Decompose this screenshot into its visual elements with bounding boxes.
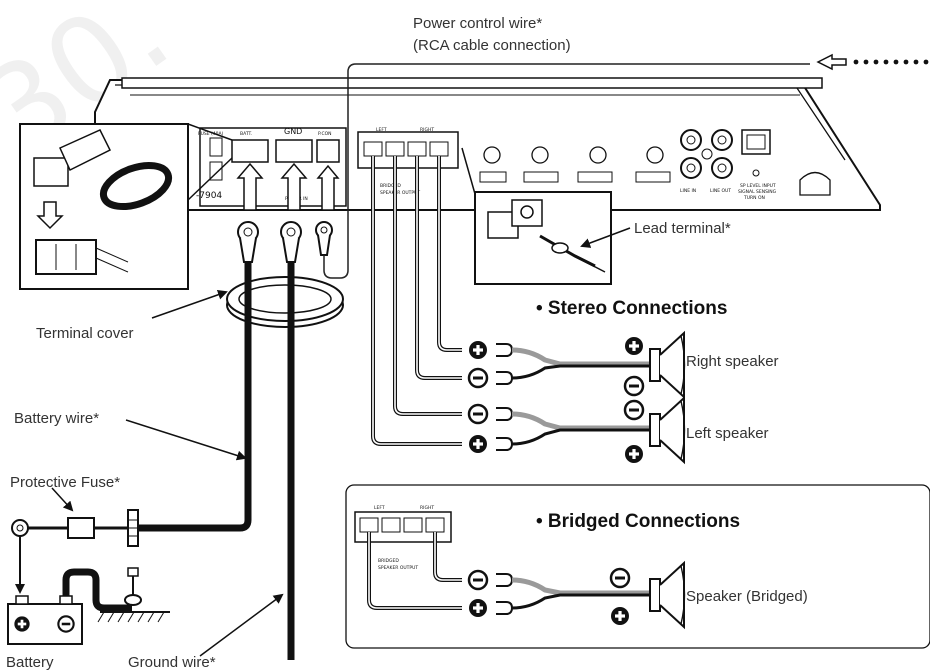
bridged-panel: LEFT RIGHT BRIDGED SPEAKER OUTPUT [345,484,930,649]
sp-level-input-label: SP LEVEL INPUT [740,183,776,189]
right-speaker-label: Right speaker [686,353,779,370]
line-out-label: LINE OUT [710,188,731,194]
speaker-output-label: SPEAKER OUTPUT [380,190,420,196]
power-control-wire-label: Power control wire* [413,15,542,32]
right-label: RIGHT [420,127,434,133]
pcon-label: P.CON [318,131,332,137]
stereo-connections-header: • Stereo Connections [536,298,727,319]
power-wires [132,63,810,660]
gnd-label: GND [284,127,302,136]
turn-on-label: TURN ON [743,195,765,201]
rca-connection-label: (RCA cable connection) [413,37,571,54]
bridged-output-label: SPEAKER OUTPUT [378,565,418,571]
stereo-speaker-wires [371,156,686,463]
left-label: LEFT [376,127,387,133]
rca-connection-arrow [816,53,929,71]
amplifier: FUSE (40A) BATT. GND P.CON POWER IN -790… [94,77,881,211]
bridged-left-label: LEFT [374,505,385,511]
power-terminals [236,162,340,263]
bridged-speaker-label: Speaker (Bridged) [686,588,808,605]
model-label: -7904 [196,191,222,201]
protective-fuse-label: Protective Fuse* [10,474,120,491]
terminal-cover-label: Terminal cover [36,325,134,342]
bridged-right-label: RIGHT [420,505,434,511]
left-speaker-label: Left speaker [686,425,769,442]
battery-circuit [7,509,170,645]
bridged-label: BRIDGED [380,183,401,189]
battery-label: Battery [6,654,54,670]
batt-label: BATT. [240,131,252,137]
bridged-connections-header: • Bridged Connections [536,511,740,532]
line-in-label: LINE IN [680,188,696,194]
bridged-bridged-label: BRIDGED [378,558,399,564]
ground-wire-label: Ground wire* [128,654,216,670]
battery-wire-label: Battery wire* [14,410,99,427]
terminal-cover [226,276,344,328]
fuse-label: FUSE (40A) [198,131,224,137]
lead-terminal-inset [461,147,612,285]
lead-terminal-label: Lead terminal* [634,220,731,237]
cover-detail-inset [19,123,233,290]
signal-sensing-label: SIGNAL SENSING [738,189,777,195]
callout-arrows [51,227,631,657]
